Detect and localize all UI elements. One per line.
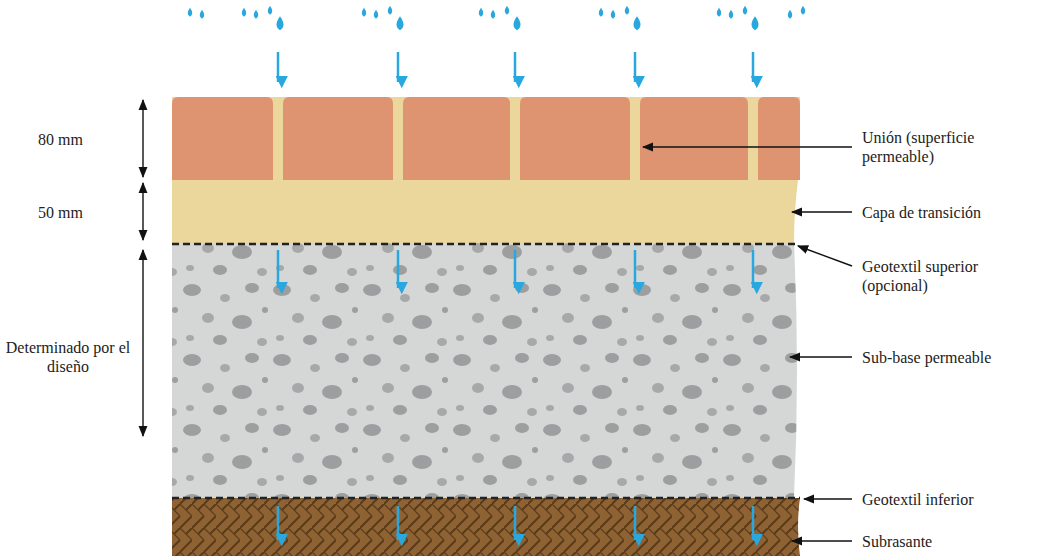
layer-label: Geotextil superior (opcional) — [862, 257, 1002, 295]
layer-label: Capa de transición — [862, 203, 1042, 222]
layer-label: Geotextil inferior — [862, 490, 1042, 509]
layer-label: Subrasante — [862, 532, 1042, 551]
dimension: 50 mm — [38, 203, 118, 222]
layer-label: Unión (superficie permeable) — [862, 128, 1002, 166]
dimension: Determinado por el diseño — [4, 338, 132, 376]
layer-label: Sub-base permeable — [862, 348, 1042, 367]
dimension: 80 mm — [38, 130, 118, 149]
